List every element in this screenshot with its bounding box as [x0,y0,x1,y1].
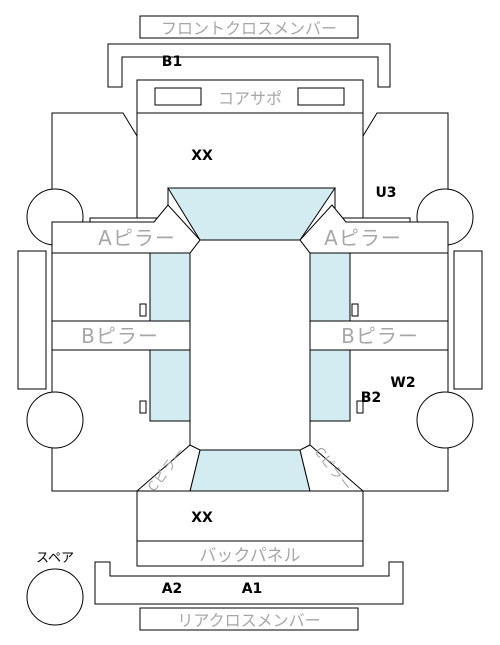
b-pillar-right[interactable]: Bピラー [309,320,449,351]
left-rocker-panel[interactable] [17,250,47,390]
rear-bumper-bracket[interactable] [94,561,404,605]
a-pillar-left-label: Aピラー [98,226,176,250]
trunk-lid[interactable] [136,490,364,542]
b-pillar-right-label: Bピラー [341,324,419,348]
rear-cross-member[interactable]: リアクロスメンバー [139,607,359,631]
w2-marker: W2 [390,375,415,391]
b-pillar-left[interactable]: Bピラー [51,320,191,351]
left-rear-door-handle[interactable] [139,400,147,414]
a2-marker: A2 [162,581,183,597]
rear-glass[interactable] [189,449,311,492]
right-front-door-handle[interactable] [351,303,359,317]
u3-marker: U3 [375,185,396,201]
right-rocker-panel[interactable] [453,250,483,390]
b1-marker: B1 [162,54,182,70]
core-support-right-block [297,87,345,106]
back-panel[interactable]: バックパネル [136,540,364,567]
rear-cross-member-label: リアクロスメンバー [177,611,320,630]
left-front-door-handle[interactable] [139,303,147,317]
a-pillar-right[interactable]: Aピラー [299,204,449,254]
b2-marker: B2 [361,390,381,406]
front-cross-member-label: フロントクロスメンバー [161,19,337,38]
core-support[interactable]: コアサポ [154,87,345,108]
b-pillar-left-label: Bピラー [81,324,159,348]
spare-tire[interactable] [26,568,84,626]
core-support-label: コアサポ [218,89,282,108]
back-panel-label: バックパネル [199,546,300,566]
c-pillar-right[interactable]: Cピラー [299,444,365,495]
xx-top-marker: XX [191,148,213,164]
xx-bottom-marker: XX [191,510,213,526]
right-rear-door-handle[interactable] [356,400,364,414]
spare-label: スペア [36,551,74,566]
rear-left-wheel[interactable] [26,391,84,449]
a-pillar-left[interactable]: Aピラー [51,204,201,254]
front-bumper-bracket[interactable] [107,43,391,88]
roof-panel[interactable] [189,239,311,461]
front-cross-member[interactable]: フロントクロスメンバー [139,15,359,39]
hood-panel[interactable] [136,79,364,219]
core-support-left-block [154,87,202,106]
a-pillar-right-label: Aピラー [324,226,402,250]
a1-marker: A1 [242,581,263,597]
rear-right-wheel[interactable] [416,391,474,449]
